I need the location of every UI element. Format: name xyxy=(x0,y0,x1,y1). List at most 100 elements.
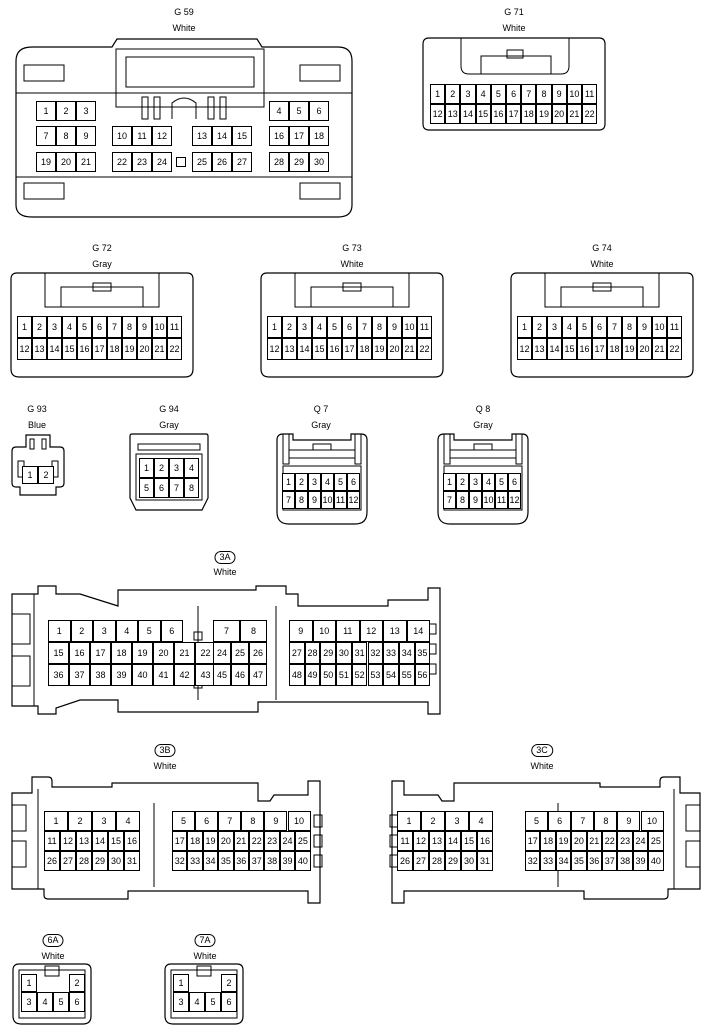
pin: 28 xyxy=(304,642,321,664)
pin: 21 xyxy=(233,831,249,851)
g71-color: White xyxy=(502,23,526,33)
pin: 9 xyxy=(387,316,402,338)
pin: 30 xyxy=(461,851,477,871)
g59-color: White xyxy=(172,23,196,33)
pin: 7 xyxy=(282,491,295,509)
pin: 8 xyxy=(456,491,469,509)
pin: 22 xyxy=(602,831,618,851)
pin: 21 xyxy=(586,831,602,851)
pin: 6 xyxy=(548,811,572,831)
pin: 4 xyxy=(115,620,138,642)
pin: 21 xyxy=(652,338,667,360)
pin: 17 xyxy=(525,831,541,851)
pin: 17 xyxy=(506,104,522,124)
pin: 26 xyxy=(212,152,232,172)
pin: 17 xyxy=(289,126,309,146)
pin: 2 xyxy=(68,811,92,831)
pin: 21 xyxy=(566,104,582,124)
pin: 2 xyxy=(456,473,469,491)
pin: 9 xyxy=(469,491,482,509)
pin: 29 xyxy=(92,851,108,871)
pin: 5 xyxy=(53,992,69,1012)
c3a-code: 3A xyxy=(214,551,236,564)
connector-q8: 1 2 3 4 5 6 7 8 9 10 11 12 xyxy=(434,432,532,526)
c6a-code: 6A xyxy=(42,934,64,947)
pin: 9 xyxy=(637,316,652,338)
pin: 10 xyxy=(287,811,311,831)
pin: 19 xyxy=(372,338,387,360)
pin: 2 xyxy=(32,316,47,338)
pin: 24 xyxy=(213,642,231,664)
pin: 2 xyxy=(56,101,76,121)
connector-g93: 1 2 xyxy=(10,433,66,497)
pin: 22 xyxy=(582,104,598,124)
c3c-color: White xyxy=(530,761,554,771)
pin: 27 xyxy=(413,851,429,871)
g94-color: Gray xyxy=(159,420,179,430)
pin: 8 xyxy=(594,811,618,831)
pin: 1 xyxy=(139,458,154,478)
pin: 52 xyxy=(351,664,368,686)
pin: 11 xyxy=(336,620,360,642)
q7-code: Q 7 xyxy=(313,404,329,414)
pin: 14 xyxy=(92,831,108,851)
c3c-code: 3C xyxy=(531,744,553,757)
pin: 24 xyxy=(632,831,649,851)
pin: 16 xyxy=(490,104,506,124)
c7a-color: White xyxy=(193,951,217,961)
pin: 6 xyxy=(221,992,237,1012)
pin: 27 xyxy=(232,152,252,172)
pin: 53 xyxy=(367,664,384,686)
pin: 15 xyxy=(232,126,252,146)
pin: 4 xyxy=(475,84,491,104)
g73-color: White xyxy=(340,259,364,269)
pin: 9 xyxy=(617,811,641,831)
pin: 25 xyxy=(648,831,664,851)
pin: 16 xyxy=(269,126,289,146)
pin: 20 xyxy=(56,152,76,172)
pin: 39 xyxy=(279,851,296,871)
pin: 36 xyxy=(48,664,69,686)
pin: 30 xyxy=(309,152,329,172)
pin: 5 xyxy=(577,316,592,338)
pin: 3 xyxy=(308,473,321,491)
pin: 24 xyxy=(152,152,172,172)
g94-code: G 94 xyxy=(159,404,179,414)
pin: 33 xyxy=(383,642,399,664)
pin: 28 xyxy=(429,851,445,871)
pin: 8 xyxy=(295,491,308,509)
pin: 4 xyxy=(116,811,140,831)
pin: 2 xyxy=(445,84,461,104)
pin: 36 xyxy=(233,851,249,871)
pin: 3 xyxy=(93,620,116,642)
pin: 18 xyxy=(357,338,372,360)
pin: 12 xyxy=(60,831,76,851)
pin: 11 xyxy=(582,84,598,104)
pin: 31 xyxy=(477,851,493,871)
pin: 35 xyxy=(218,851,234,871)
pin: 4 xyxy=(469,811,493,831)
g71-code: G 71 xyxy=(504,7,524,17)
pin: 19 xyxy=(622,338,637,360)
pin: 7 xyxy=(357,316,372,338)
pin: 3 xyxy=(76,101,96,121)
pin: 28 xyxy=(269,152,289,172)
pin: 32 xyxy=(367,642,384,664)
pin: 17 xyxy=(592,338,607,360)
pin: 46 xyxy=(231,664,249,686)
pin: 23 xyxy=(132,152,152,172)
pin: 19 xyxy=(36,152,56,172)
pin: 9 xyxy=(76,126,96,146)
pin: 16 xyxy=(477,831,493,851)
pin: 18 xyxy=(107,338,122,360)
pin: 17 xyxy=(92,338,107,360)
g74-color: White xyxy=(590,259,614,269)
pin: 9 xyxy=(551,84,567,104)
pin: 23 xyxy=(617,831,633,851)
pin: 16 xyxy=(124,831,140,851)
pin: 37 xyxy=(69,664,90,686)
pin: 14 xyxy=(47,338,62,360)
